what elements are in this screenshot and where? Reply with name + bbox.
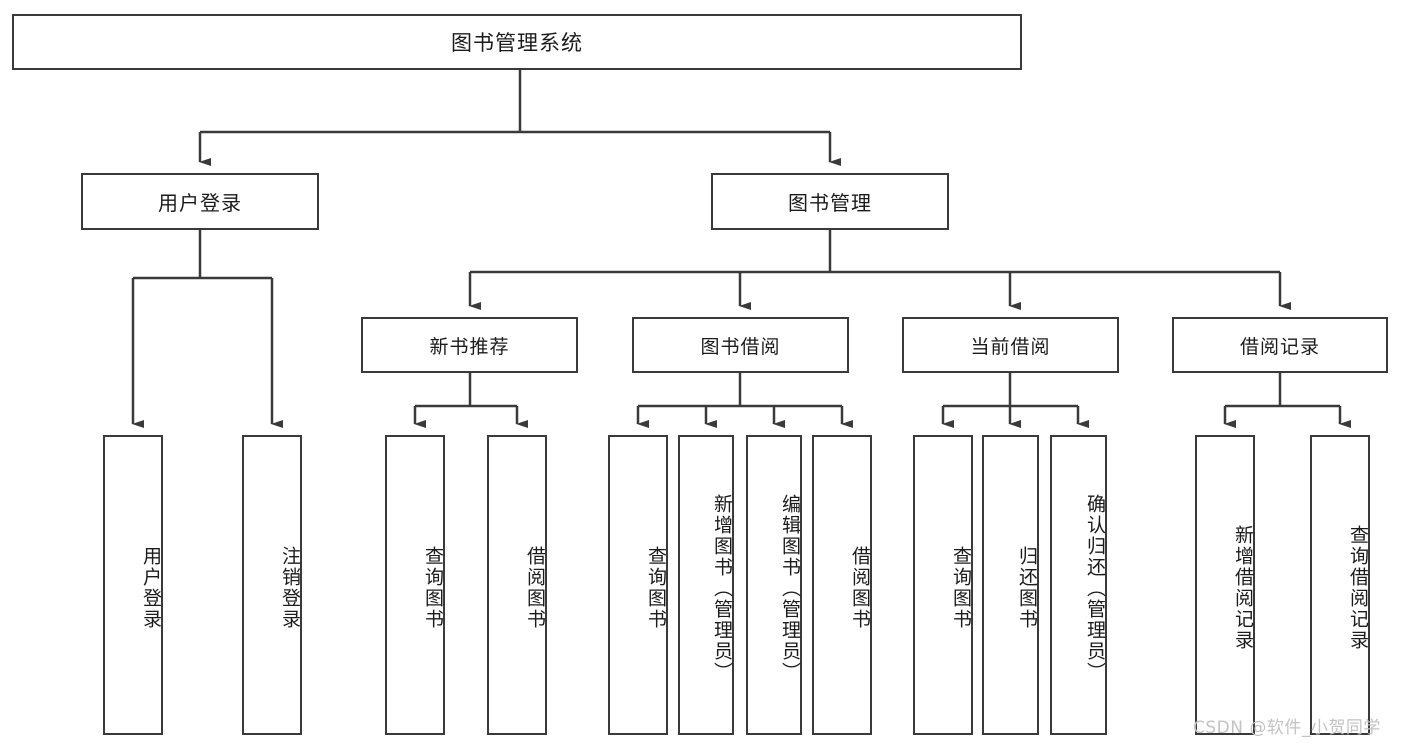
node-leaf-user-login[interactable]: 用户登录 xyxy=(103,435,163,735)
node-label: 用户登录 xyxy=(140,546,162,630)
node-label: 图书借阅 xyxy=(700,335,781,358)
node-leaf-query-book-3[interactable]: 查询图书 xyxy=(913,435,973,735)
node-label: 查询图书 xyxy=(422,546,444,630)
node-book-borrow[interactable]: 图书借阅 xyxy=(632,317,849,373)
node-label: 确认归还（管理员） xyxy=(1084,493,1106,683)
node-root-book-management-system[interactable]: 图书管理系统 xyxy=(12,14,1022,70)
node-leaf-return-book[interactable]: 归还图书 xyxy=(982,435,1039,735)
node-borrow-record[interactable]: 借阅记录 xyxy=(1172,317,1388,373)
node-label: 借阅图书 xyxy=(849,546,871,630)
node-leaf-borrow-book-2[interactable]: 借阅图书 xyxy=(812,435,872,735)
node-user-login[interactable]: 用户登录 xyxy=(81,173,319,230)
node-label: 新增借阅记录 xyxy=(1232,525,1254,651)
node-leaf-confirm-return-admin[interactable]: 确认归还（管理员） xyxy=(1050,435,1107,735)
node-label: 查询图书 xyxy=(950,546,972,630)
node-label: 用户登录 xyxy=(158,191,242,215)
node-leaf-add-borrow-record[interactable]: 新增借阅记录 xyxy=(1195,435,1255,735)
node-label: 借阅记录 xyxy=(1239,335,1320,358)
node-label: 新增图书（管理员） xyxy=(711,493,733,683)
node-book-management[interactable]: 图书管理 xyxy=(711,173,949,230)
node-leaf-add-book-admin[interactable]: 新增图书（管理员） xyxy=(678,435,734,735)
node-label: 查询借阅记录 xyxy=(1347,525,1369,651)
node-leaf-borrow-book-1[interactable]: 借阅图书 xyxy=(487,435,547,735)
node-label: 借阅图书 xyxy=(524,546,546,630)
node-label: 新书推荐 xyxy=(429,335,510,358)
node-leaf-logout-login[interactable]: 注销登录 xyxy=(242,435,302,735)
node-leaf-query-book-2[interactable]: 查询图书 xyxy=(608,435,668,735)
node-label: 归还图书 xyxy=(1016,546,1038,630)
node-new-book-recommend[interactable]: 新书推荐 xyxy=(361,317,578,373)
node-label: 图书管理 xyxy=(788,191,872,215)
watermark: CSDN @软件_小贺同学 xyxy=(1193,718,1381,738)
node-label: 查询图书 xyxy=(645,546,667,630)
node-current-borrow[interactable]: 当前借阅 xyxy=(902,317,1119,373)
node-label: 图书管理系统 xyxy=(451,31,583,55)
node-leaf-edit-book-admin[interactable]: 编辑图书（管理员） xyxy=(746,435,802,735)
node-label: 注销登录 xyxy=(279,546,301,630)
node-leaf-query-borrow-record[interactable]: 查询借阅记录 xyxy=(1310,435,1370,735)
node-label: 当前借阅 xyxy=(970,335,1051,358)
node-label: 编辑图书（管理员） xyxy=(779,493,801,683)
node-leaf-query-book-1[interactable]: 查询图书 xyxy=(385,435,445,735)
